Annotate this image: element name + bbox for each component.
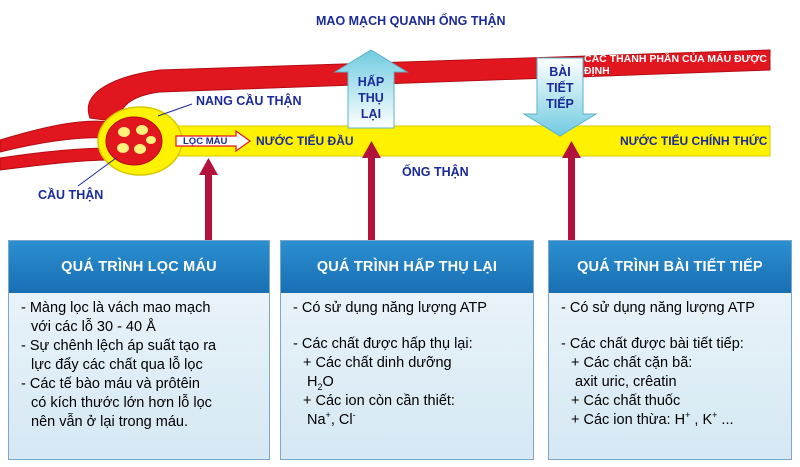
filtration-label: LỌC MÁU [183,136,228,147]
filtration-process-box: QUÁ TRÌNH LỌC MÁU - Màng lọc là vách mao… [8,240,270,460]
reabsorption-word-1: HẤP [357,75,385,89]
box-line: - Các chất được bài tiết tiếp: [561,336,744,352]
h2o-h: H [307,374,318,390]
glomerulus-pointer [77,157,117,187]
ion-k-charge: + [712,410,718,421]
secretion-arrow [522,57,598,137]
box-line: + Các ion còn cần thiết: [303,393,455,409]
ion-cl-charge: - [352,410,356,421]
capillary-label: MAO MẠCH QUANH ỐNG THẬN [316,14,506,28]
capsule-pointer [157,103,193,117]
box-line: - Màng lọc là vách mao mạch [21,300,211,316]
link-arrow-reabsorption [362,141,381,242]
filtration-process-title: QUÁ TRÌNH LỌC MÁU [9,241,269,293]
box-line: - Các tế bào máu và prôtêin [21,376,200,392]
reabsorption-process-box: QUÁ TRÌNH HẤP THỤ LẠI - Có sử dụng năng … [280,240,534,460]
glomerulus-label: CẦU THẬN [38,188,104,202]
efferent-vessel [0,147,113,171]
box-line: + Các chất thuốc [571,393,681,409]
secretion-arrow-label: BÀI TIẾT TIẾP [538,64,582,112]
reabsorption-process-title: QUÁ TRÌNH HẤP THỤ LẠI [281,241,533,293]
ion-k: , K [690,412,713,428]
box-line: + Các chất cặn bã: [571,355,693,371]
secretion-process-title: QUÁ TRÌNH BÀI TIẾT TIẾP [549,241,791,293]
final-urine-label: NƯỚC TIỂU CHÍNH THỨC [620,134,768,148]
box-line: có kích thước lớn hơn lỗ lọc [31,395,212,411]
glomerulus-pore [134,144,146,154]
filtration-process-body: - Màng lọc là vách mao mạch với các lỗ 3… [9,293,269,432]
ion-tail: ... [717,412,734,428]
filtration-arrow [175,129,252,153]
glomerulus-pore [117,143,129,153]
box-line: với các lỗ 30 - 40 Å [31,319,156,335]
ion-h: + Các ion thừa: H [571,412,686,428]
h2o-sub: 2 [317,381,323,392]
box-line-ions: + Các ion thừa: H+ , K+ ... [561,411,781,430]
box-line: axit uric, crêatin [575,374,677,390]
link-arrow-filtration [199,158,218,242]
afferent-vessel [0,120,113,153]
box-line: - Có sử dụng năng lượng ATP [561,300,755,316]
capsule-label: NANG CẦU THẬN [196,94,302,108]
stable-blood-label: CÁC THÀNH PHẦN CỦA MÁU ĐƯỢC ỔN ĐỊNH [584,53,786,77]
secretion-process-body: - Có sử dụng năng lượng ATP - Các chất đ… [549,293,791,430]
glomerulus-pore [136,125,148,135]
tubule-label: ỐNG THẬN [402,165,469,179]
box-line: lực đẩy các chất qua lỗ lọc [31,357,203,373]
box-line: - Sự chênh lệch áp suất tạo ra [21,338,217,354]
box-line: - Có sử dụng năng lượng ATP [293,300,487,316]
box-line: + Các chất dinh dưỡng [303,355,452,371]
ion-cl: , Cl [330,412,353,428]
ion-na-charge: + [325,410,331,421]
secretion-process-box: QUÁ TRÌNH BÀI TIẾT TIẾP - Có sử dụng năn… [548,240,792,460]
secretion-word-1: BÀI [549,65,571,79]
ion-na: Na [307,412,326,428]
reabsorption-arrow [333,49,409,129]
box-line-ions: Na+, Cl- [293,411,523,430]
glomerulus-pore [118,127,130,137]
ion-h-charge: + [685,410,691,421]
glomerulus-pore [146,136,156,144]
secretion-word-3: TIẾP [546,97,574,111]
link-arrow-secretion [562,141,581,242]
box-line: - Các chất được hấp thụ lại: [293,336,473,352]
reabsorption-word-3: LẠI [360,107,382,121]
secretion-word-2: TIẾT [546,81,574,95]
reabsorption-process-body: - Có sử dụng năng lượng ATP - Các chất đ… [281,293,533,430]
reabsorption-arrow-label: HẤP THỤ LẠI [349,74,393,122]
primary-urine-label: NƯỚC TIỂU ĐẦU [256,134,354,148]
box-line: nên vẫn ở lại trong máu. [31,414,189,430]
capillary-vessel [87,49,771,123]
box-line-h2o: H2O [293,373,523,392]
reabsorption-word-2: THỤ [358,91,384,105]
h2o-o: O [322,374,334,390]
